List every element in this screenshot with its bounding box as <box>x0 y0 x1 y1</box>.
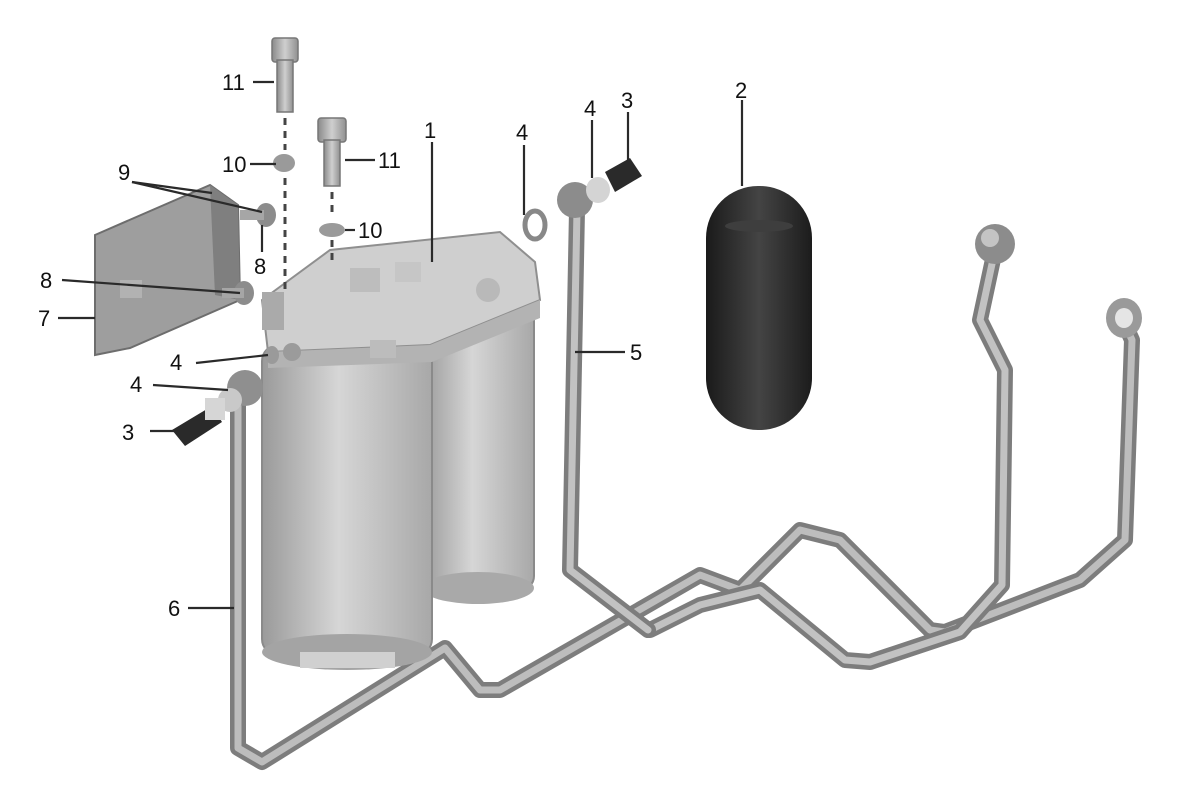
left-banjo-bolt <box>172 398 225 446</box>
callout-4: 4 <box>584 96 596 121</box>
callout-4: 4 <box>170 350 182 375</box>
pipe-6 <box>230 310 1140 770</box>
filter-assembly <box>260 230 542 670</box>
bracket-bolt-upper <box>240 203 276 227</box>
callout-labels: 1 2 3 3 4 4 4 4 5 6 7 8 8 9 10 10 11 11 <box>38 70 747 621</box>
callout-11: 11 <box>378 148 401 173</box>
callout-8: 8 <box>40 268 52 293</box>
callout-7: 7 <box>38 306 50 331</box>
pipe-5 <box>562 202 656 638</box>
ring-4-loose <box>522 208 548 242</box>
mounting-bracket <box>94 183 242 357</box>
callout-11: 11 <box>222 70 245 95</box>
washer-10-left <box>273 154 295 172</box>
right-banjo-bolt <box>605 158 642 192</box>
bolt-11-middle <box>317 117 347 187</box>
callout-2: 2 <box>735 78 747 103</box>
callout-3: 3 <box>122 420 134 445</box>
canister-2 <box>706 186 812 430</box>
return-pipe <box>642 224 1142 670</box>
callout-10: 10 <box>222 152 246 177</box>
washer-10-middle <box>319 223 345 237</box>
callout-6: 6 <box>168 596 180 621</box>
callout-10: 10 <box>358 218 382 243</box>
callout-1: 1 <box>424 118 436 143</box>
callout-3: 3 <box>621 88 633 113</box>
callout-4: 4 <box>516 120 528 145</box>
bolt-11-left <box>271 37 299 113</box>
left-sealing-ring <box>265 346 279 364</box>
callout-9: 9 <box>118 160 130 185</box>
right-banjo-fitting <box>557 177 610 218</box>
callout-5: 5 <box>630 340 642 365</box>
leader-lines <box>58 80 744 610</box>
callout-4: 4 <box>130 372 142 397</box>
callout-8: 8 <box>254 254 266 279</box>
